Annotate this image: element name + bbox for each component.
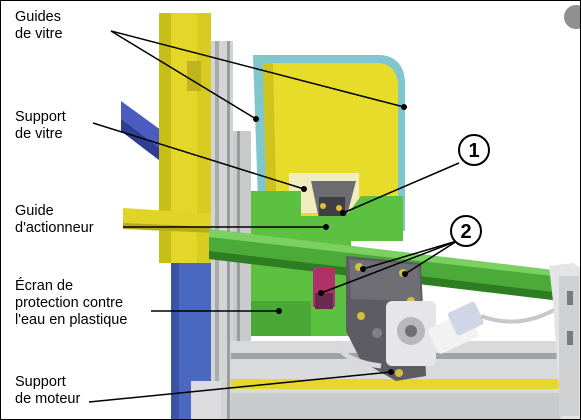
glass-guides-line-2: de vitre — [15, 26, 63, 42]
glass-guides-line-1: Guides — [15, 9, 61, 25]
motor-support-label: Support de moteur — [15, 374, 80, 408]
callout-1-number: 1 — [468, 140, 479, 162]
motor-support-line-2: de moteur — [15, 391, 81, 407]
partial-circle-icon — [564, 5, 580, 29]
glass-support-line-1: Support — [15, 109, 66, 125]
actuator-guide-line-2: d'actionneur — [15, 220, 94, 236]
right-bracket — [549, 263, 580, 419]
leader-lines — [88, 30, 460, 403]
actuator-guide-line-1: Guide — [15, 203, 54, 219]
glass-guides-label: Guides de vitre — [15, 9, 63, 43]
water-shield-label: Écran de protection contre l'eau en plas… — [15, 278, 127, 329]
glass-support-label: Support de vitre — [15, 109, 66, 143]
glass-support-line-2: de vitre — [15, 126, 63, 142]
motor-support-line-1: Support — [15, 374, 66, 390]
water-shield-line-1: Écran de — [15, 278, 74, 294]
water-shield-line-3: l'eau en plastique — [15, 312, 128, 328]
actuator-guide-label: Guide d'actionneur — [15, 203, 94, 237]
water-shield-line-2: protection contre — [15, 295, 124, 311]
callout-1: 1 — [458, 134, 490, 166]
motor — [386, 301, 484, 366]
callout-2-number: 2 — [460, 221, 471, 243]
callout-2: 2 — [450, 215, 482, 247]
